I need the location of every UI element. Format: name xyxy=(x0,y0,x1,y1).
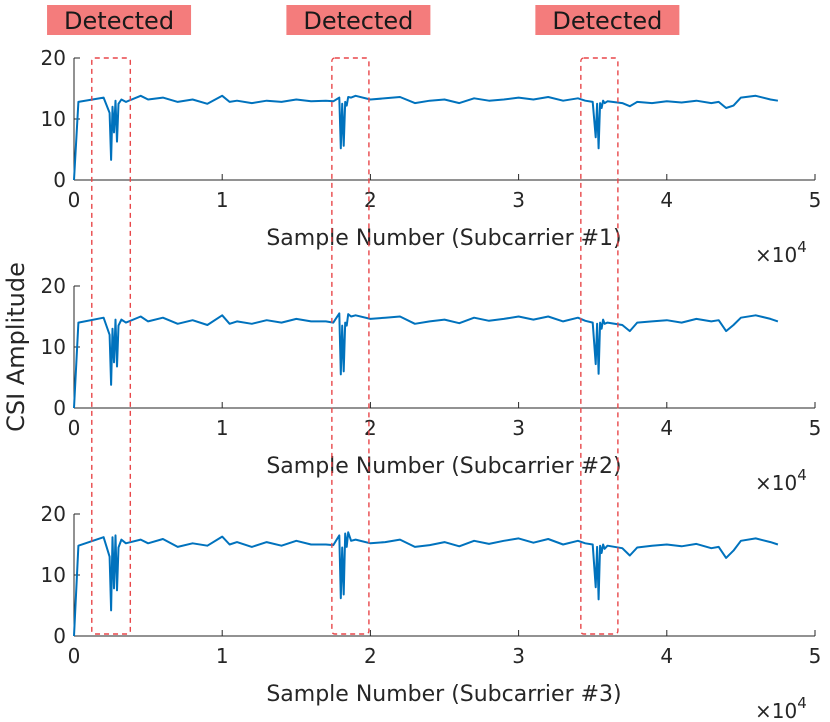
x-tick-label: 5 xyxy=(809,416,822,440)
x-tick-label: 3 xyxy=(512,188,525,212)
x-tick-label: 4 xyxy=(660,188,673,212)
x-axis-multiplier: ×104 xyxy=(755,694,807,722)
y-tick-label: 20 xyxy=(41,502,66,526)
y-tick-label: 20 xyxy=(41,274,66,298)
x-tick-label: 1 xyxy=(216,416,229,440)
x-tick-label: 0 xyxy=(68,644,81,668)
csi-amplitude-line xyxy=(73,94,779,181)
x-axis-multiplier: ×104 xyxy=(755,466,807,495)
x-axis-label: Sample Number (Subcarrier #2) xyxy=(266,454,621,479)
x-tick-label: 2 xyxy=(364,644,377,668)
detection-box xyxy=(331,57,370,635)
x-tick-label: 2 xyxy=(364,188,377,212)
y-tick-label: 10 xyxy=(41,563,66,587)
x-tick-label: 0 xyxy=(68,416,81,440)
csi-amplitude-line xyxy=(73,312,779,409)
y-axis-label: CSI Amplitude xyxy=(2,262,30,432)
csi-amplitude-line xyxy=(73,531,779,637)
y-tick-label: 10 xyxy=(41,335,66,359)
x-axis-label: Sample Number (Subcarrier #1) xyxy=(266,226,621,251)
x-tick-label: 5 xyxy=(809,644,822,668)
detection-1: Detected xyxy=(47,5,192,635)
x-axis-multiplier-exponent: 4 xyxy=(797,238,807,256)
x-tick-label: 0 xyxy=(68,188,81,212)
detection-label: Detected xyxy=(64,7,174,35)
x-tick-label: 4 xyxy=(660,644,673,668)
y-tick-label: 0 xyxy=(53,624,66,648)
detection-label-background xyxy=(286,5,431,35)
x-axis-multiplier-exponent: 4 xyxy=(797,466,807,484)
x-tick-label: 3 xyxy=(512,416,525,440)
x-axis-multiplier: ×104 xyxy=(755,238,807,267)
y-tick-label: 0 xyxy=(53,168,66,192)
detections-group: Detected Detected Detected xyxy=(47,5,680,635)
detection-label: Detected xyxy=(552,7,662,35)
y-tick-label: 20 xyxy=(41,46,66,70)
x-tick-label: 1 xyxy=(216,188,229,212)
x-tick-label: 3 xyxy=(512,644,525,668)
detection-label-background xyxy=(47,5,192,35)
detection-label: Detected xyxy=(303,7,413,35)
x-tick-label: 1 xyxy=(216,644,229,668)
x-axis-label: Sample Number (Subcarrier #3) xyxy=(266,682,621,707)
y-tick-label: 10 xyxy=(41,107,66,131)
x-tick-label: 4 xyxy=(660,416,673,440)
x-tick-label: 5 xyxy=(809,188,822,212)
x-tick-label: 2 xyxy=(364,416,377,440)
detection-box xyxy=(580,57,619,635)
y-tick-label: 0 xyxy=(53,396,66,420)
x-axis-multiplier-exponent: 4 xyxy=(797,694,807,712)
detection-2: Detected xyxy=(286,5,431,635)
detection-3: Detected xyxy=(535,5,680,635)
detection-label-background xyxy=(535,5,680,35)
